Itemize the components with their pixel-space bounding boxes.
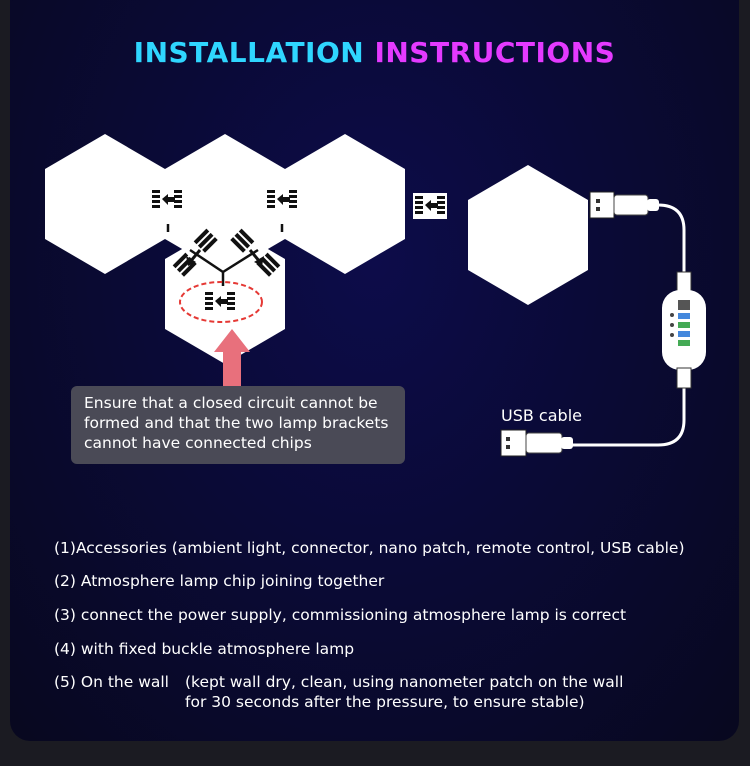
title-part-2: INSTRUCTIONS <box>374 36 616 69</box>
highlight-ring <box>179 281 263 323</box>
warning-note: Ensure that a closed circuit cannot be f… <box>71 386 405 464</box>
title-part-1: INSTALLATION <box>133 36 375 69</box>
step-item-5: (5) On the wall (kept wall dry, clean, us… <box>54 672 623 712</box>
step-item-4: (4) with fixed buckle atmosphere lamp <box>54 640 355 658</box>
step-item-1: (1)Accessories (ambient light, connector… <box>54 539 685 557</box>
usb-plug-icon <box>589 191 659 219</box>
step-5-text: (5) On the wall <box>54 673 169 691</box>
instruction-panel: INSTALLATION INSTRUCTIONS <box>10 0 739 741</box>
note-line-2: formed and that the two lamp brackets <box>84 414 389 432</box>
step-item-3: (3) connect the power supply, commission… <box>54 606 627 624</box>
note-line-1: Ensure that a closed circuit cannot be <box>84 394 378 412</box>
step-item-2: (2) Atmosphere lamp chip joining togethe… <box>54 572 385 590</box>
installation-diagram <box>45 134 706 457</box>
tilted-chip-left <box>172 228 218 277</box>
page-title: INSTALLATION INSTRUCTIONS <box>10 36 739 69</box>
note-line-3: cannot have connected chips <box>84 434 312 452</box>
usb-plug-icon <box>500 429 573 457</box>
usb-cable <box>572 203 686 447</box>
remote-controller-icon <box>662 271 706 389</box>
step-5-detail: (kept wall dry, clean, using nanometer p… <box>185 672 623 712</box>
up-arrow-icon <box>214 329 250 386</box>
tilted-chip-right <box>230 228 281 277</box>
step-5-detail-line-1: (kept wall dry, clean, using nanometer p… <box>185 673 624 691</box>
step-5-detail-line-2: for 30 seconds after the pressure, to en… <box>185 693 585 711</box>
usb-cable-label: USB cable <box>501 406 582 425</box>
hexagon-lamp-icon <box>45 134 588 364</box>
